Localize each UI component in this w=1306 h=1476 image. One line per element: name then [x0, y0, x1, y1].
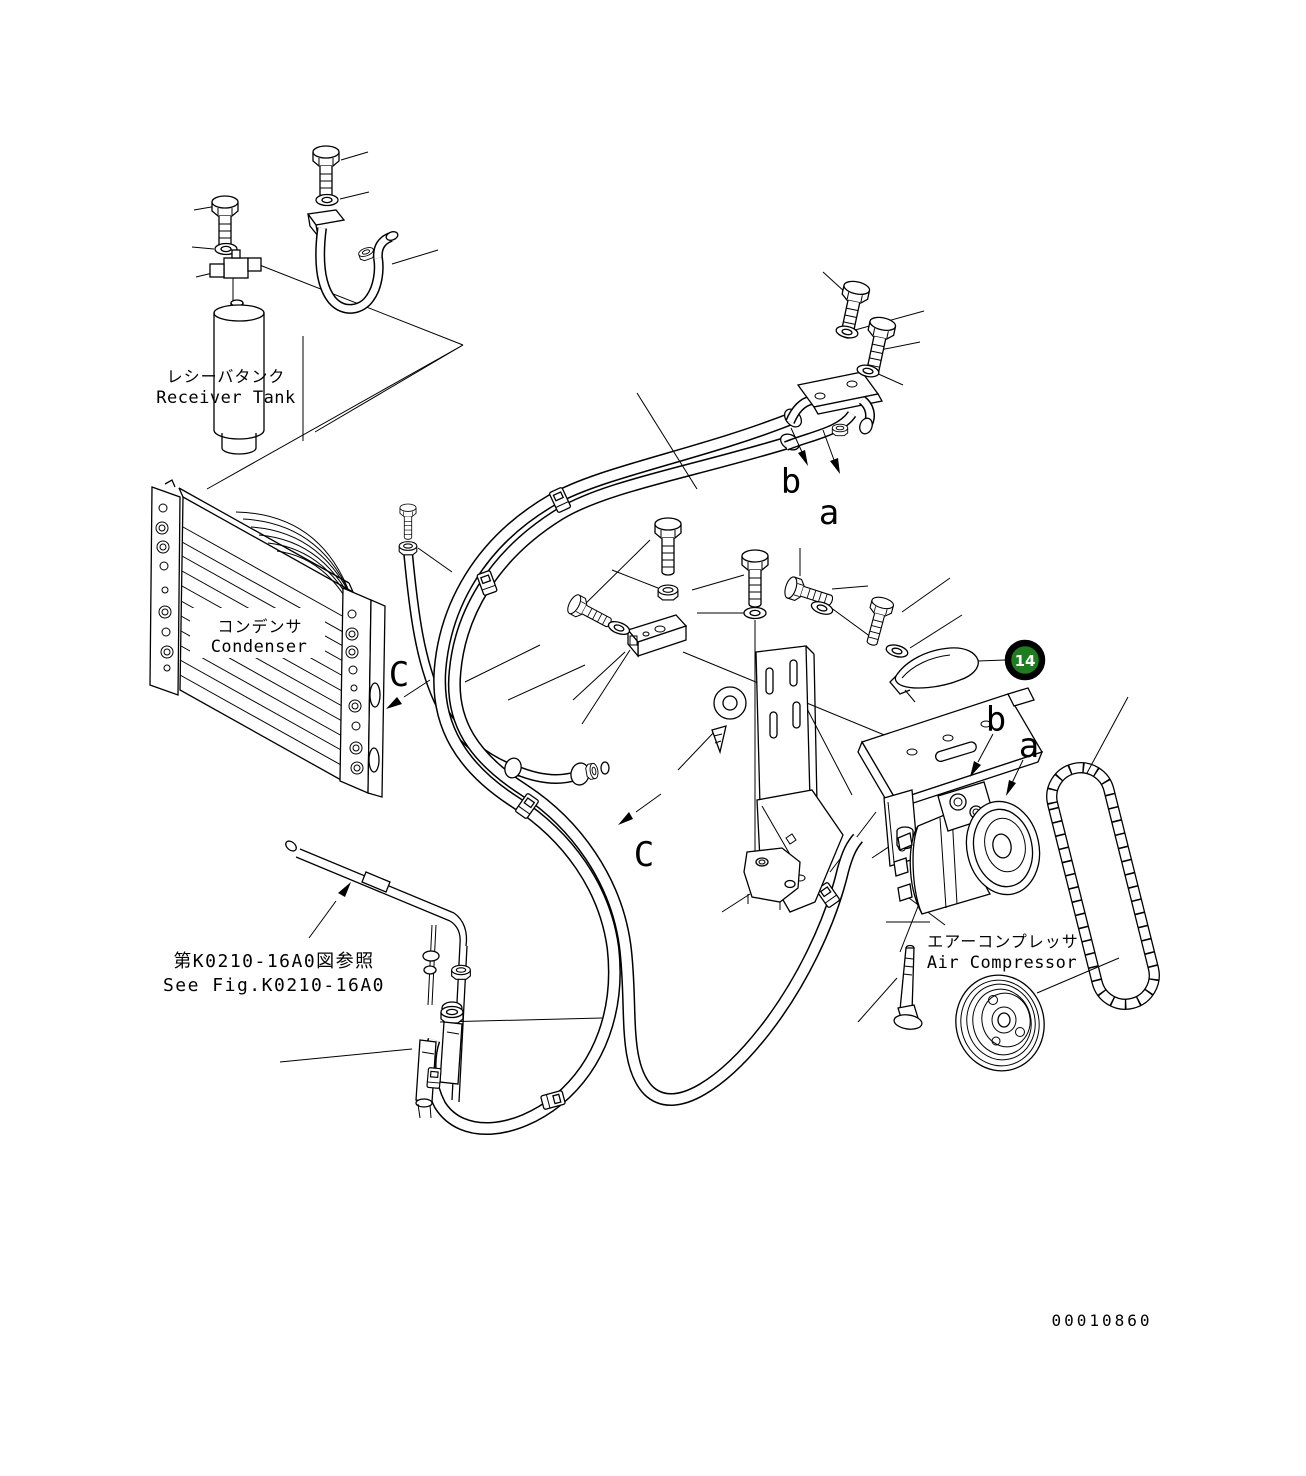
jumper-hose [306, 209, 399, 314]
condenser-label-en: Condenser [211, 637, 308, 657]
callout-badge-14[interactable]: 14 [1004, 639, 1046, 681]
v-belt [1046, 762, 1160, 1010]
marker-c-hose: C [634, 835, 654, 875]
long-bolt [893, 944, 923, 1030]
marker-b-upper: b [781, 462, 801, 502]
marker-a-upper: a [819, 493, 839, 533]
receiver-valve [209, 249, 262, 279]
pipe-assembly [285, 840, 471, 1119]
washer [743, 606, 767, 620]
small-plate [743, 847, 801, 910]
manifold-fitting [780, 371, 884, 451]
marker-a-lower: a [1019, 726, 1039, 766]
hex-nut [657, 584, 679, 601]
washer [834, 323, 860, 341]
washer [315, 193, 339, 207]
air-compressor-label-jp: エアーコンプレッサ [927, 932, 1079, 951]
hex-bolt [860, 594, 896, 649]
direction-arrows [308, 427, 1024, 939]
receiver-tank-drawing [213, 299, 265, 455]
marker-c-condenser: C [389, 655, 409, 695]
condenser-hose-fitting [398, 503, 418, 556]
condenser-drawing [149, 479, 386, 798]
cover-plate-item14 [889, 647, 1006, 703]
receiver-tank-label-jp: レシーバタンク [167, 367, 286, 386]
see-fig-label-jp: 第K0210-16A0図参照 [173, 951, 374, 972]
air-compressor-drawing [893, 781, 1041, 915]
see-fig-label-en: See Fig.K0210-16A0 [163, 975, 385, 996]
callout-number: 14 [1015, 652, 1036, 670]
compressor-mount-plate [857, 687, 1044, 867]
leader-lines [191, 151, 1129, 1063]
hex-bolt [654, 517, 682, 576]
receiver-tank-label-en: Receiver Tank [156, 388, 296, 408]
air-compressor-label-en: Air Compressor [927, 953, 1077, 973]
marker-b-lower: b [986, 700, 1006, 740]
hex-bolt [741, 549, 769, 608]
condenser-label-jp: コンデンサ [217, 617, 302, 636]
washer [606, 618, 632, 638]
washer [884, 642, 910, 660]
compressor-pulley [955, 974, 1045, 1072]
clamp-block [626, 614, 688, 658]
drawing-number: 00010860 [1051, 1311, 1152, 1330]
